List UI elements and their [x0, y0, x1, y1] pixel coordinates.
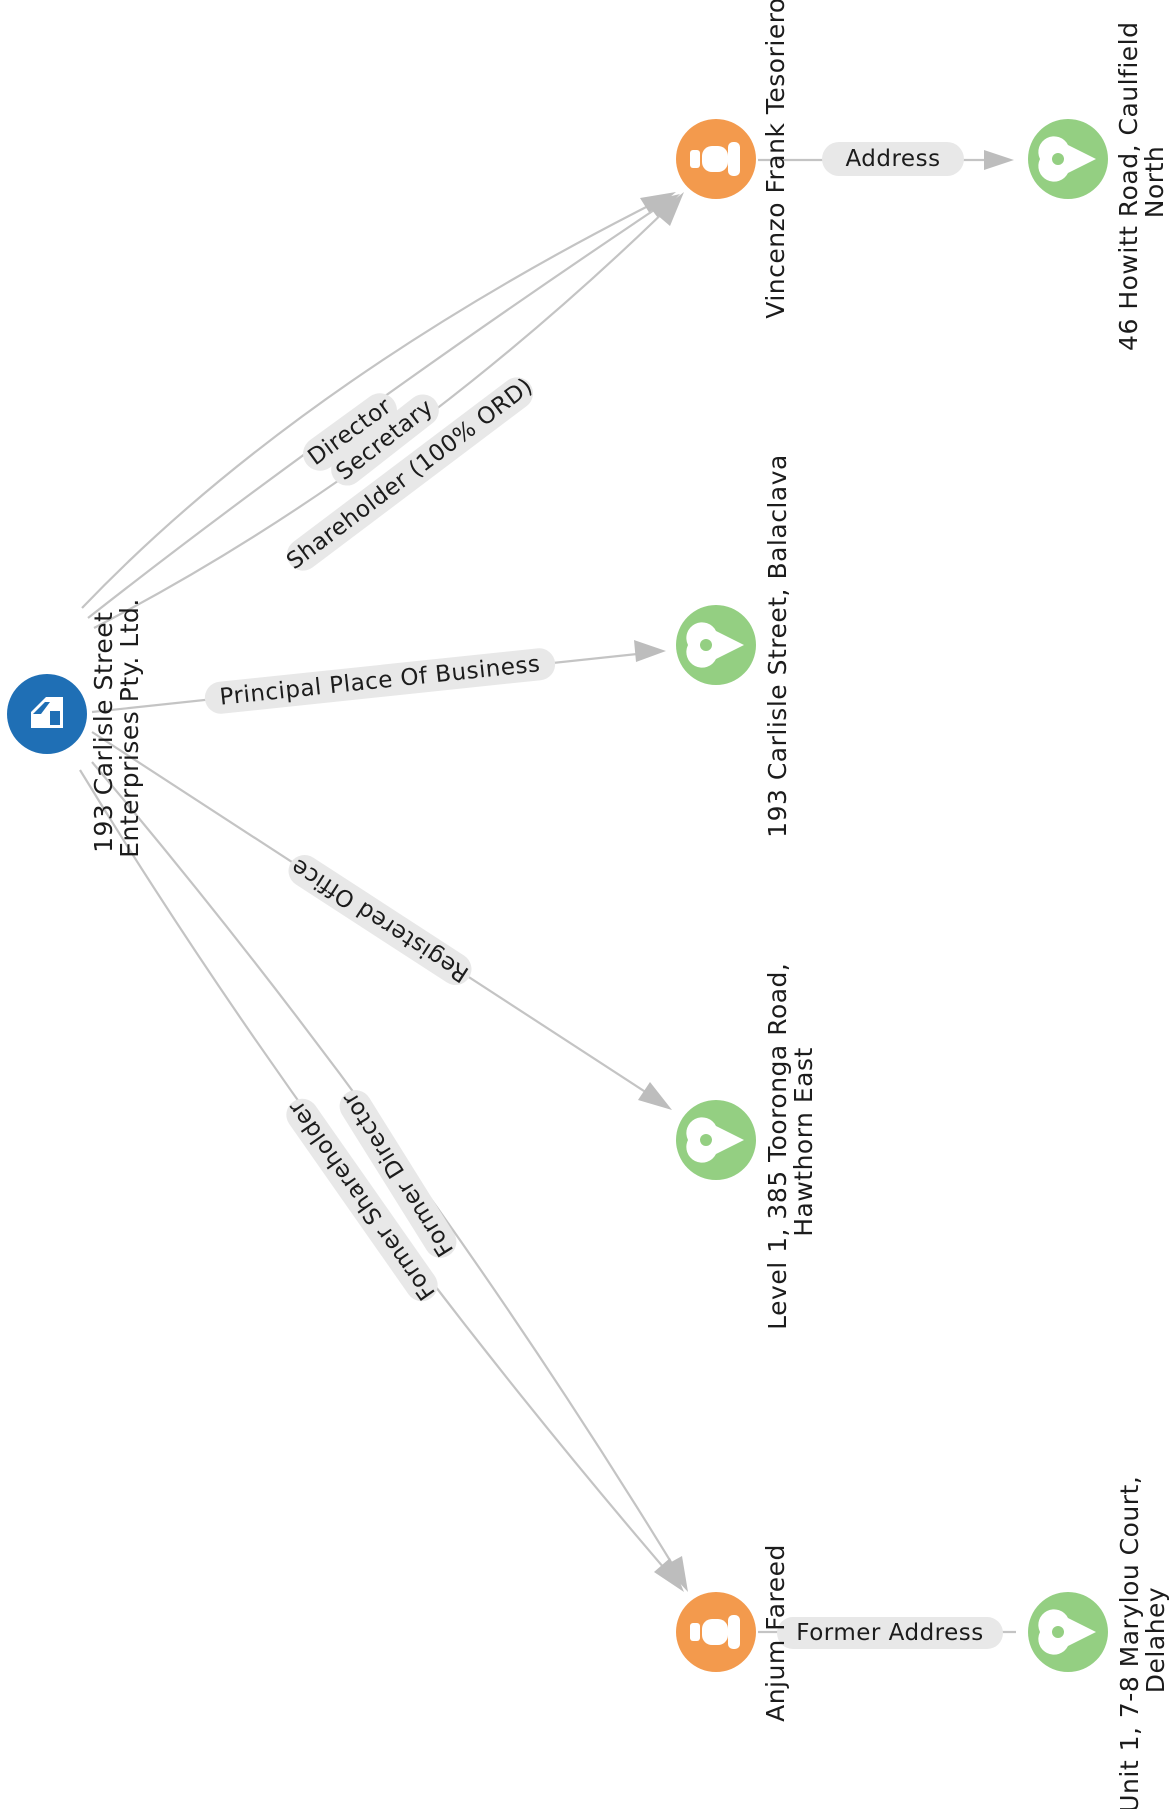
svg-text:Principal Place Of Business: Principal Place Of Business [218, 651, 541, 711]
location-pin-icon [1038, 136, 1096, 182]
node-vincenzo[interactable]: Vincenzo Frank Tesoriero [676, 0, 790, 319]
location-pin-icon [686, 622, 744, 668]
node-marylou[interactable]: Unit 1, 7-8 Marylou Court, Delahey [1028, 1467, 1170, 1809]
node-howitt[interactable]: 46 Howitt Road, Caulfield North [1028, 13, 1169, 351]
svg-text:Registered Office: Registered Office [286, 853, 473, 987]
vincenzo-label: Vincenzo Frank Tesoriero [761, 0, 790, 319]
anjum-label: Anjum Fareed [761, 1544, 790, 1722]
svg-text:Former Address: Former Address [796, 1620, 983, 1646]
person-icon [690, 1615, 740, 1649]
company-icon [31, 697, 63, 728]
node-carlisle[interactable]: 193 Carlisle Street, Balaclava [676, 454, 792, 838]
node-tooronga[interactable]: Level 1, 385 Tooronga Road, Hawthorn Eas… [676, 954, 818, 1330]
marylou-label: Unit 1, 7-8 Marylou Court, Delahey [1115, 1467, 1170, 1809]
carlisle-label: 193 Carlisle Street, Balaclava [763, 454, 792, 838]
tooronga-label: Level 1, 385 Tooronga Road, Hawthorn Eas… [763, 954, 818, 1330]
location-pin-icon [686, 1117, 744, 1163]
node-company[interactable]: 193 Carlisle Street Enterprises Pty. Ltd… [7, 598, 144, 858]
edge-label-registered-office: Registered Office [286, 853, 473, 987]
edge-former-shareholder[interactable] [79, 769, 684, 1592]
location-pin-icon [1038, 1609, 1096, 1655]
edge-label-address: Address [822, 142, 964, 176]
howitt-label: 46 Howitt Road, Caulfield North [1114, 13, 1169, 351]
company-label: 193 Carlisle Street Enterprises Pty. Ltd… [89, 598, 144, 858]
svg-text:Address: Address [845, 146, 940, 172]
edge-label-former-address: Former Address [777, 1617, 1003, 1649]
node-anjum[interactable]: Anjum Fareed [676, 1544, 790, 1722]
edge-label-principal-place: Principal Place Of Business [204, 648, 556, 714]
person-icon [690, 142, 740, 176]
